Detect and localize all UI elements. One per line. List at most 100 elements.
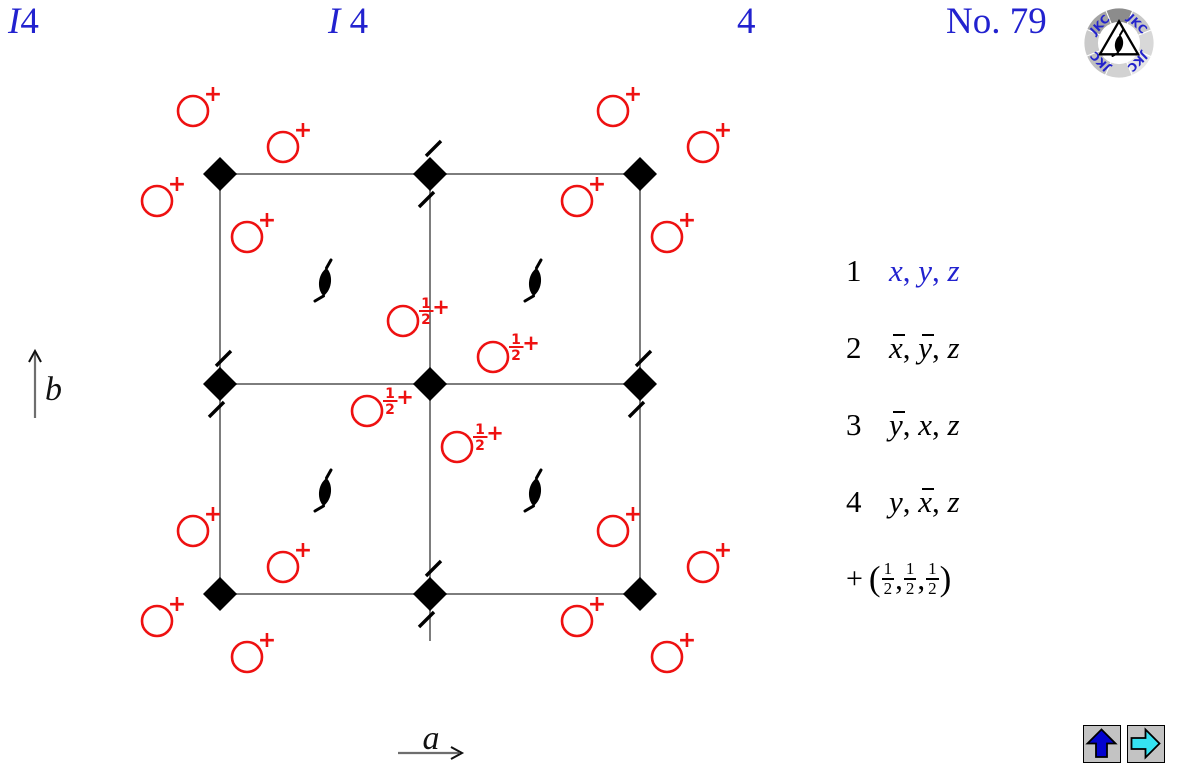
plus-height-label: + — [588, 592, 606, 617]
fourfold-axis-icon — [623, 157, 657, 191]
position-coordinates: x, y, z — [889, 252, 960, 288]
twofold-screw-axis-icon — [523, 468, 543, 513]
axis-b-label: b — [45, 371, 62, 408]
plus-height-label: + — [396, 385, 414, 409]
point-group-label: 4 — [737, 1, 756, 42]
position-row: 1 x, y, z — [846, 232, 960, 309]
open-paren: ( — [868, 558, 881, 598]
atom-circle: + — [266, 118, 312, 164]
atom-circle: + — [596, 502, 642, 548]
logo-triangle — [1097, 19, 1141, 56]
spacegroup-number: No. 79 — [946, 1, 1047, 42]
plus-height-label: + — [714, 118, 732, 143]
nav-up-button[interactable] — [1083, 725, 1121, 763]
fourfold-axis-icon — [623, 577, 657, 611]
plus-height-label: + — [486, 421, 504, 445]
nav-next-button[interactable] — [1127, 725, 1165, 763]
fourfold-screw-axis-icon — [203, 349, 237, 419]
centering-plus: + — [846, 561, 863, 595]
plus-height-label: + — [204, 502, 222, 527]
position-number: 4 — [846, 483, 862, 519]
half-numerator: 1 — [511, 332, 521, 348]
atom-circle: + — [686, 118, 732, 164]
fourfold-axis-icon — [413, 367, 447, 401]
axis-b: b — [28, 348, 62, 418]
atom-circle: + — [650, 208, 696, 254]
atom-circle: + — [140, 172, 186, 218]
atom-circle: + — [140, 592, 186, 638]
position-row: 4 y, x, z — [846, 463, 960, 540]
cell-content: ++++++++++++++++12+12+12+12+ — [140, 82, 732, 674]
atom-circle: + — [266, 538, 312, 584]
position-row: 2 x, y, z — [846, 309, 960, 386]
symbol-lattice-letter: I — [8, 1, 21, 42]
atom-circle-half: 12+ — [350, 385, 414, 428]
atom-circle: + — [230, 208, 276, 254]
twofold-screw-axis-icon — [523, 258, 543, 303]
fourfold-screw-axis-icon — [623, 349, 657, 419]
half-denominator: 2 — [385, 402, 395, 418]
half-numerator: 1 — [385, 386, 395, 402]
symbol-rest: 4 — [340, 1, 369, 42]
atom-circle: + — [596, 82, 642, 128]
plus-height-label: + — [678, 208, 696, 233]
plus-height-label: + — [258, 628, 276, 653]
atom-circle-half: 12+ — [386, 295, 450, 338]
position-number: 3 — [846, 406, 862, 442]
symbol-rest: 4 — [20, 1, 39, 42]
plus-height-label: + — [714, 538, 732, 563]
position-coordinates: x, y, z — [889, 329, 960, 365]
plus-height-label: + — [522, 331, 540, 355]
axis-a: a — [398, 720, 465, 760]
atom-circle-half: 12+ — [440, 421, 504, 464]
atom-circle-half: 12+ — [476, 331, 540, 374]
position-coordinates: y, x, z — [889, 406, 960, 442]
spacegroup-symbol-full: I 4 — [328, 1, 369, 43]
atom-circle: + — [176, 502, 222, 548]
plus-height-label: + — [168, 172, 186, 197]
symbol-lattice-letter: I — [328, 1, 341, 42]
half-denominator: 2 — [421, 312, 431, 328]
fourfold-screw-axis-icon — [413, 139, 447, 209]
fourfold-axis-icon — [203, 157, 237, 191]
plus-height-label: + — [678, 628, 696, 653]
plus-height-label: + — [624, 502, 642, 527]
half-denominator: 2 — [511, 348, 521, 364]
plus-height-label: + — [432, 295, 450, 319]
plus-height-label: + — [294, 118, 312, 143]
atom-circle: + — [560, 172, 606, 218]
axis-a-label: a — [423, 720, 440, 757]
atom-circle: + — [686, 538, 732, 584]
plus-height-label: + — [258, 208, 276, 233]
position-row: 3 y, x, z — [846, 386, 960, 463]
position-number: 2 — [846, 329, 862, 365]
atom-circle: + — [560, 592, 606, 638]
position-coordinates: y, x, z — [889, 483, 960, 519]
plus-height-label: + — [168, 592, 186, 617]
up-arrow-icon — [1085, 728, 1118, 758]
atom-circle: + — [176, 82, 222, 128]
half-denominator: 2 — [475, 438, 485, 454]
close-paren: ) — [939, 558, 952, 598]
twofold-screw-axis-icon — [313, 468, 333, 513]
fourfold-axis-icon — [203, 577, 237, 611]
plus-height-label: + — [294, 538, 312, 563]
half-numerator: 1 — [421, 296, 431, 312]
twofold-screw-axis-icon — [313, 258, 333, 303]
logo-twofold-icon — [1114, 35, 1124, 53]
atom-circle: + — [230, 628, 276, 674]
half-numerator: 1 — [475, 422, 485, 438]
spacegroup-symbol-short: I4 — [8, 1, 39, 43]
plus-height-label: + — [588, 172, 606, 197]
comma: , — [895, 560, 903, 596]
atom-circle: + — [650, 628, 696, 674]
unit-cell-diagram: ++++++++++++++++12+12+12+12+ab — [28, 82, 732, 760]
plus-height-label: + — [624, 82, 642, 107]
position-number: 1 — [846, 252, 862, 288]
right-arrow-icon — [1130, 727, 1161, 760]
